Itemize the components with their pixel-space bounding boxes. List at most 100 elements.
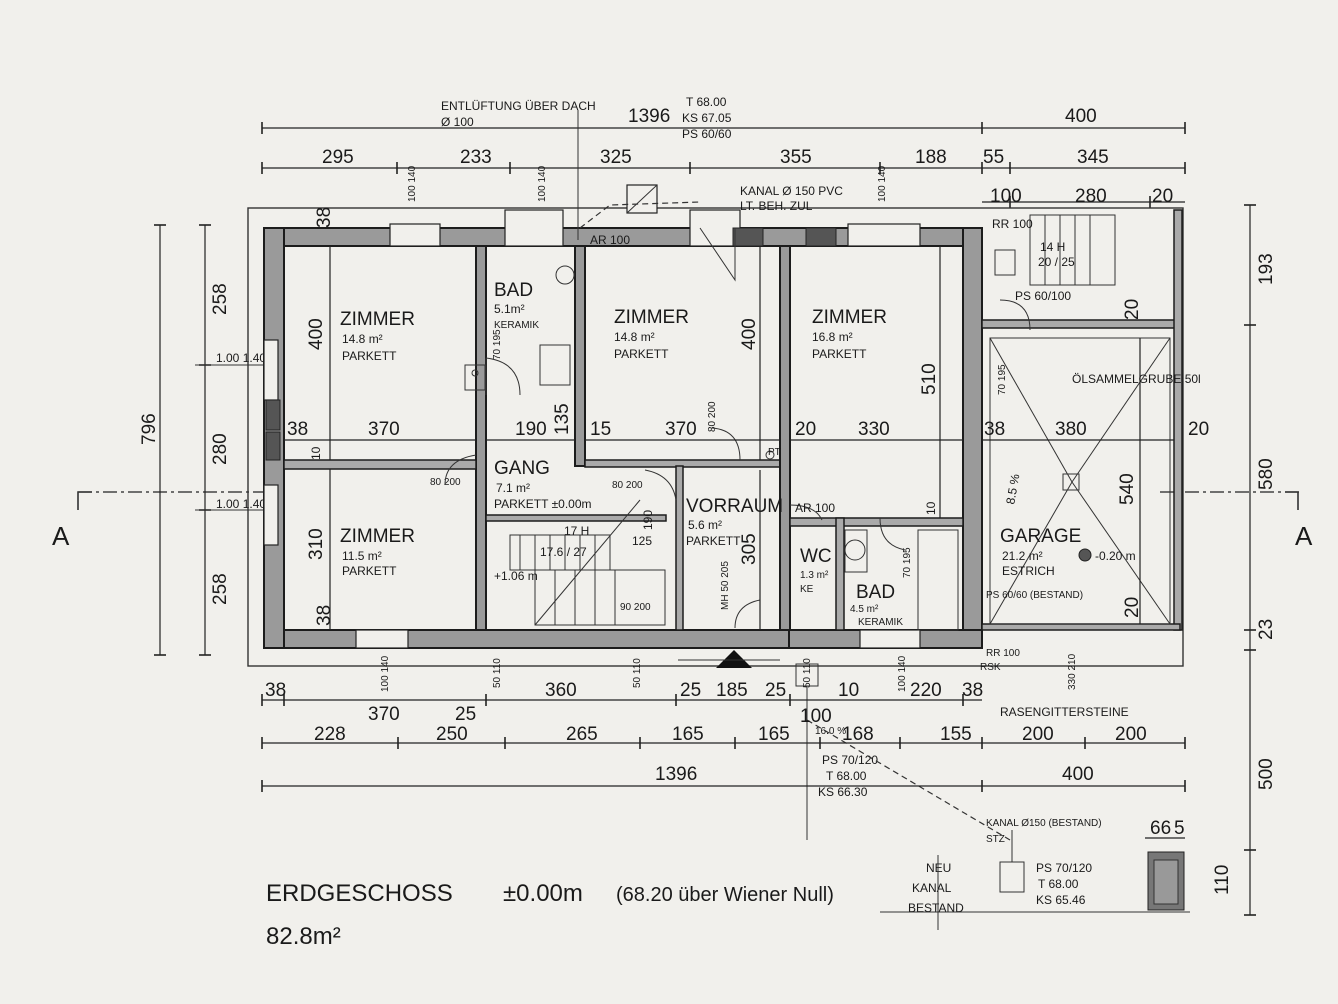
dim-int-7: 20	[795, 419, 816, 440]
title-block: ERDGESCHOSS ±0.00m (68.20 über Wiener Nu…	[266, 880, 834, 950]
note-shaft-bottom-2: T 68.00	[826, 769, 867, 783]
dim-int-22: 38	[314, 207, 335, 228]
room-area: 14.8 m²	[614, 330, 655, 344]
dim-top2-d: 355	[780, 147, 812, 168]
dim-int-15: 510	[919, 363, 940, 395]
room-labels: ZIMMER 14.8 m² PARKETT BAD 5.1m² KERAMIK…	[340, 280, 1081, 628]
room-name: WC	[800, 546, 832, 567]
door-dim-4: 70 195	[492, 329, 503, 360]
dim-top3-a: 100	[990, 186, 1022, 207]
dim-bot1-g: 220	[910, 680, 942, 701]
dim-right-d: 500	[1256, 758, 1277, 790]
dim-bot1-c: 25	[680, 680, 701, 701]
window-dim-left-b: 1.00 1.40	[216, 497, 266, 511]
dim-bot3-g: 155	[940, 724, 972, 745]
stair-b-risers: 14 H	[1040, 240, 1065, 254]
note-sewer: KANAL Ø 150 PVC	[740, 184, 843, 198]
stair-a-risers: 17 H	[564, 524, 589, 538]
dim-right-b: 580	[1256, 458, 1277, 490]
section-line: A A	[52, 491, 1313, 551]
left-dimensions: 796 258 280 258 1.00 1.40 1.00 1.40	[139, 224, 270, 656]
dim-bot1-b: 360	[545, 680, 577, 701]
room-area: 4.5 m²	[850, 604, 879, 615]
dim-int-17: 305	[739, 533, 760, 565]
dim-bot3-h: 200	[1022, 724, 1054, 745]
dim-int-14: 400	[739, 318, 760, 350]
window-dim-left-a: 1.00 1.40	[216, 351, 266, 365]
window-dim-5: 100 140	[897, 655, 908, 692]
note-shaft-top-1: T 68.00	[686, 95, 727, 109]
dim-top2-c: 325	[600, 147, 632, 168]
note-rsk: RSK	[980, 662, 1001, 673]
floor-reference: (68.20 über Wiener Null)	[616, 884, 834, 906]
dim-int-10: 380	[1055, 419, 1087, 440]
note-garage-ps: PS 60/60 (BESTAND)	[986, 590, 1083, 601]
site-details: 66 5	[678, 650, 1190, 930]
room-name: ZIMMER	[812, 307, 887, 328]
garage-slope-label: 8.5 %	[1003, 472, 1022, 505]
dim-left-b: 280	[210, 433, 231, 465]
room-area: 11.5 m²	[342, 549, 382, 563]
dim-top2-b: 233	[460, 147, 492, 168]
door-dim-8: 50 110	[632, 658, 643, 688]
room-floor: ESTRICH	[1002, 564, 1055, 578]
room-floor: KERAMIK	[858, 617, 903, 628]
dim-bot3-c: 265	[566, 724, 598, 745]
room-floor: PARKETT	[342, 564, 397, 578]
room-gang: GANG 7.1 m² PARKETT ±0.00m	[494, 458, 592, 511]
door-swings	[444, 201, 1031, 629]
note-sewer-existing: KANAL Ø150 (BESTAND)	[986, 818, 1102, 829]
note-ventilation: ENTLÜFTUNG ÜBER DACH	[441, 99, 596, 113]
note-ar-mid: AR 100	[795, 501, 835, 515]
dim-bot1-d: 185	[716, 680, 748, 701]
dim-left-a: 258	[210, 283, 231, 315]
dim-bot2-c: 100	[800, 706, 832, 727]
room-area: 1.3 m²	[800, 570, 829, 581]
room-area: 16.8 m²	[812, 330, 853, 344]
room-floor: KE	[800, 584, 814, 595]
note-ps-60-100: PS 60/100	[1015, 289, 1071, 303]
note-shaft-top-2: KS 67.05	[682, 111, 732, 125]
room-name: ZIMMER	[614, 307, 689, 328]
room-zimmer-1: ZIMMER 14.8 m² PARKETT	[340, 309, 415, 363]
dim-int-4: 135	[552, 403, 573, 435]
stair-b-ratio: 20 / 25	[1038, 255, 1075, 269]
floor-title: ERDGESCHOSS	[266, 880, 453, 907]
room-name: VORRAUM	[686, 496, 783, 517]
dim-bot3-e: 165	[758, 724, 790, 745]
room-wc: WC 1.3 m² KE	[800, 546, 832, 595]
section-mark-left: A	[52, 521, 70, 551]
dim-bot3-d: 165	[672, 724, 704, 745]
dim-int-12: 400	[306, 318, 327, 350]
note-sewer-sub: LT. BEH. ZUL	[740, 199, 813, 213]
room-area: 5.6 m²	[688, 518, 722, 532]
dim-bot1-h: 38	[962, 680, 983, 701]
note-shaft-right-3: KS 65.46	[1036, 893, 1086, 907]
room-floor: PARKETT	[812, 347, 867, 361]
stair-level: +1.06 m	[494, 569, 538, 583]
floor-area: 82.8m²	[266, 923, 341, 950]
dim-right-a: 193	[1256, 253, 1277, 285]
window-dim-3: 100 140	[877, 165, 888, 202]
dim-left-c: 258	[210, 573, 231, 605]
note-shaft-bottom-3: KS 66.30	[818, 785, 868, 799]
room-name: ZIMMER	[340, 526, 415, 547]
interior-dimensions: 38 370 190 135 15 370 20 330 38 380 20 4…	[284, 207, 1209, 630]
dim-int-1: 38	[287, 419, 308, 440]
dim-bot2-b: 25	[455, 704, 476, 725]
dim-int-11: 20	[1188, 419, 1209, 440]
dim-int-3: 190	[515, 419, 547, 440]
room-name: GARAGE	[1000, 526, 1081, 547]
note-new-sewer-1: NEU	[926, 861, 951, 875]
room-area: 5.1m²	[494, 302, 525, 316]
door-dim-11: 330 210	[1067, 653, 1078, 690]
dim-int-26: 66	[1150, 818, 1171, 839]
room-zimmer-2: ZIMMER 14.8 m² PARKETT	[614, 307, 689, 361]
dim-left-total: 796	[139, 413, 160, 445]
room-bad-2: BAD 4.5 m² KERAMIK	[850, 582, 903, 628]
note-stz: STZ	[986, 834, 1005, 845]
stair-a-ratio: 17.6 / 27	[540, 545, 587, 559]
fixtures	[464, 249, 1016, 631]
room-area: 14.8 m²	[342, 332, 383, 346]
dim-top2-a: 295	[322, 147, 354, 168]
